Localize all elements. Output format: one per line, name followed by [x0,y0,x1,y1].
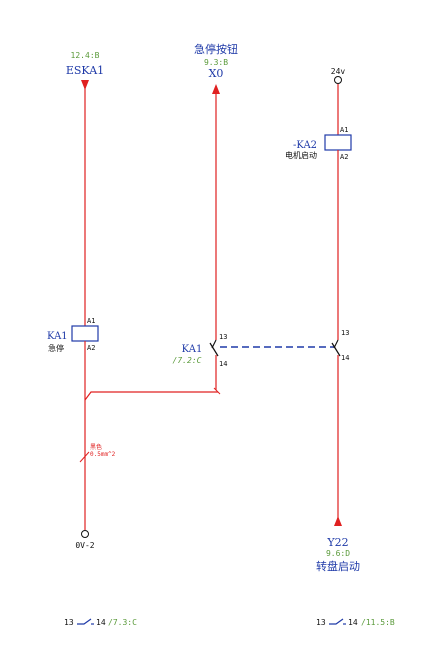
supply-24v-label: 24v [331,67,346,76]
ka1-a1: A1 [87,317,95,325]
terminal-24v[interactable] [334,76,342,84]
footer-right-ref: /11.5:B [361,618,395,627]
ka1-coil[interactable] [71,325,99,342]
right-contact-pin14: 14 [341,354,349,362]
footer-right-contact-icon [329,618,344,625]
footer-right-pin13: 13 [316,618,326,627]
ka1-coil-label: KA1 [47,331,68,342]
x0-arrow [212,84,220,94]
right-contact-pin13: 13 [341,329,349,337]
ka1-contact-pin14: 14 [219,360,227,368]
footer-left-pin14: 14 [96,618,106,627]
ka2-a1: A1 [340,126,348,134]
middle-wire-tick [213,387,221,395]
ka1-coil-desc: 急停 [48,343,64,353]
ka1-contact-label: KA1 [182,344,203,355]
ka1-contact-ref: /7.2:C [173,356,202,365]
wire-color-note: 黑色 [90,443,102,451]
footer-right-crossref[interactable]: 13 14 /11.5:B [316,618,395,627]
ka2-coil-desc: 电机启动 [285,150,317,160]
eska1-ref: 12.4:B [71,51,100,60]
footer-left-contact-icon [77,618,92,625]
y22-arrow [334,516,342,526]
footer-left-pin13: 13 [64,618,74,627]
ka2-coil[interactable] [324,134,352,151]
eska1-label: ESKA1 [66,64,104,77]
x0-label: X0 [209,67,224,80]
footer-left-ref: /7.3:C [108,618,137,627]
y22-ref: 9.6:D [326,549,350,558]
footer-right-pin14: 14 [348,618,358,627]
ka1-contact-blade[interactable] [209,342,219,357]
ka2-a2: A2 [340,153,348,161]
y22-label: Y22 [326,536,348,549]
terminal-0v-label: 0V-2 [75,541,94,550]
wire-size-note: 0.5mm^2 [90,451,116,458]
ka1-contact-pin13: 13 [219,333,227,341]
x0-ref: 9.3:B [204,58,228,67]
right-contact-blade[interactable] [331,342,341,357]
footer-left-crossref[interactable]: 13 14 /7.3:C [64,618,137,627]
ka2-coil-label: -KA2 [293,140,317,151]
x0-title: 急停按钮 [194,42,238,56]
terminal-0v[interactable] [81,530,89,538]
ka1-a2: A2 [87,344,95,352]
junction-wire [84,391,218,401]
y22-title: 转盘启动 [316,559,360,573]
